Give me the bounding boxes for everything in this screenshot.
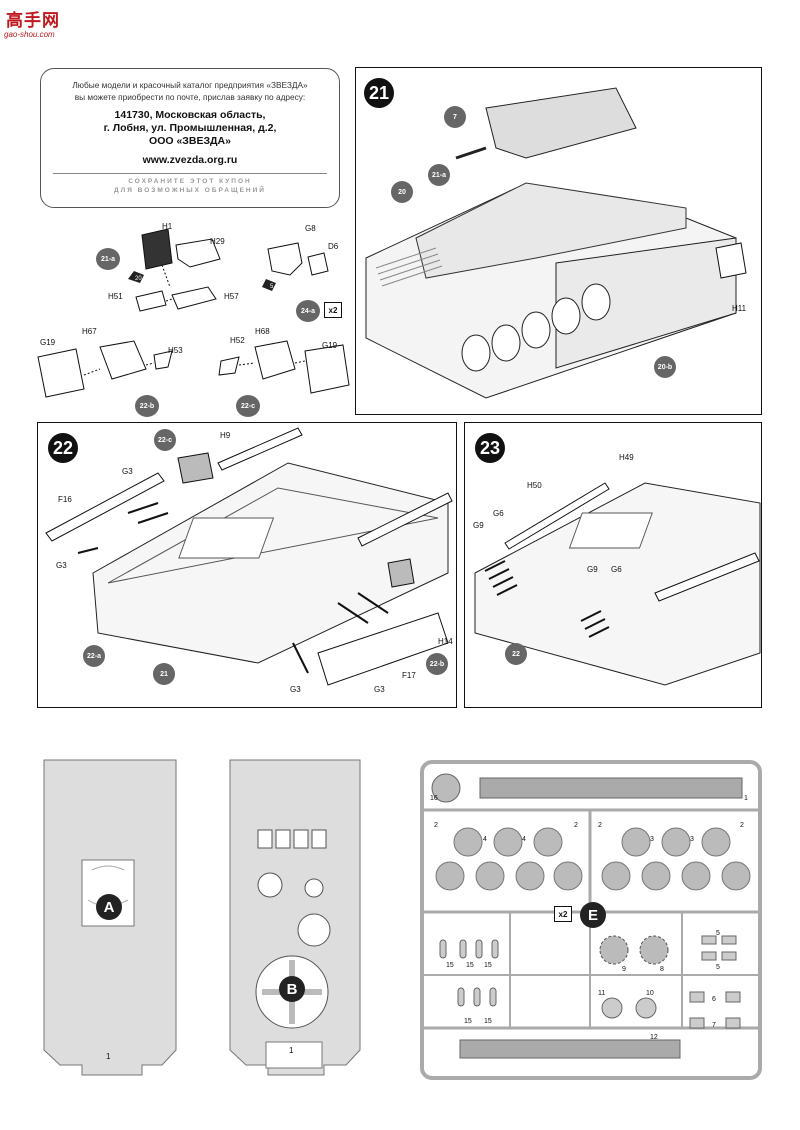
callout-22a: 22-a bbox=[83, 645, 105, 667]
sprue-letter: E bbox=[580, 902, 606, 928]
part-h53: H53 bbox=[168, 346, 183, 355]
label-g3-c: G3 bbox=[290, 685, 301, 694]
sprue-label-5a: 5 bbox=[716, 930, 720, 937]
sprue-label-3b: 3 bbox=[690, 836, 694, 843]
subassembly-21a-badge: 21-a bbox=[96, 248, 120, 270]
sprue-label-2c: 2 bbox=[598, 822, 602, 829]
label-h11: H11 bbox=[732, 304, 747, 313]
sprue-label-9: 9 bbox=[622, 966, 626, 973]
label-h49: H49 bbox=[619, 453, 634, 462]
panel-b-number: 1 bbox=[289, 1046, 294, 1055]
sprue-label-15e: 15 bbox=[484, 1018, 492, 1025]
watermark-url: gao-shou.com bbox=[4, 30, 55, 39]
label-g6-a: G6 bbox=[493, 509, 504, 518]
sprue-label-5b: 5 bbox=[716, 964, 720, 971]
label-g9-b: G9 bbox=[587, 565, 598, 574]
label-h50: H50 bbox=[527, 481, 542, 490]
ref-5: 5 bbox=[270, 284, 274, 290]
sprue-label-2a: 2 bbox=[434, 822, 438, 829]
subassembly-21a-parts bbox=[128, 228, 221, 312]
subassembly-22c-badge: 22-c bbox=[236, 395, 260, 417]
step-21-frame: 21 7 21-a 20 H11 20-b bbox=[355, 67, 762, 415]
step-22-number: 22 bbox=[48, 433, 78, 463]
label-h14: H14 bbox=[438, 637, 453, 646]
callout-20b: 20-b bbox=[654, 356, 676, 378]
subassembly-24a-parts bbox=[262, 242, 329, 291]
subassembly-24a-badge: 24-a bbox=[296, 300, 320, 322]
part-d6: D6 bbox=[328, 242, 339, 251]
label-f16: F16 bbox=[58, 495, 72, 504]
sprue-label-4a: 4 bbox=[483, 836, 487, 843]
step-21-drawing bbox=[365, 87, 747, 399]
part-g8: G8 bbox=[305, 224, 316, 233]
sprue-label-15d: 15 bbox=[464, 1018, 472, 1025]
panel-a-number: 1 bbox=[106, 1052, 111, 1061]
callout-21a: 21-a bbox=[428, 164, 450, 186]
coupon-keep-note: СОХРАНИТЕ ЭТОТ КУПОН ДЛЯ ВОЗМОЖНЫХ ОБРАЩ… bbox=[114, 178, 266, 194]
coupon-intro: Любые модели и красочный каталог предпри… bbox=[72, 80, 308, 102]
step-23-frame: 23 H50 H49 G9 G6 G9 G6 22 bbox=[464, 422, 762, 708]
label-g9-a: G9 bbox=[473, 521, 484, 530]
subassembly-22b-badge: 22-b bbox=[135, 395, 159, 417]
panel-b-letter: B bbox=[279, 976, 305, 1002]
multiplier-x2: x2 bbox=[324, 302, 342, 318]
sprue-label-15a: 15 bbox=[446, 962, 454, 969]
sprue-label-6: 6 bbox=[712, 996, 716, 1003]
part-g19-left: G19 bbox=[40, 338, 56, 347]
sprue-label-11: 11 bbox=[598, 990, 606, 997]
label-g3-b: G3 bbox=[56, 561, 67, 570]
panel-a-letter: A bbox=[96, 894, 122, 920]
sprue-label-12: 12 bbox=[650, 1034, 658, 1041]
label-g3-a: G3 bbox=[122, 467, 133, 476]
step-23-drawing bbox=[474, 482, 761, 686]
callout-21: 21 bbox=[153, 663, 175, 685]
coupon-website: www.zvezda.org.ru bbox=[142, 154, 238, 166]
callout-22c: 22-c bbox=[154, 429, 176, 451]
part-h67: H67 bbox=[82, 327, 97, 336]
callout-7: 7 bbox=[444, 106, 466, 128]
step-21-number: 21 bbox=[364, 78, 394, 108]
part-h1: H1 bbox=[162, 222, 173, 231]
subassembly-22b-parts bbox=[37, 340, 173, 398]
sprue-label-3a: 3 bbox=[650, 836, 654, 843]
coupon-divider bbox=[53, 173, 327, 174]
panel-a bbox=[43, 759, 177, 1076]
sprue-label-15c: 15 bbox=[484, 962, 492, 969]
part-h57: H57 bbox=[224, 292, 239, 301]
step-22-drawing bbox=[45, 427, 453, 686]
sprue-label-7: 7 bbox=[712, 1022, 716, 1029]
sprue-label-10: 10 bbox=[646, 990, 654, 997]
watermark-title: 高手网 bbox=[6, 11, 60, 30]
sprue-label-15b: 15 bbox=[466, 962, 474, 969]
label-f17: F17 bbox=[402, 671, 416, 680]
sprue-label-2b: 2 bbox=[574, 822, 578, 829]
coupon-address: 141730, Московская область, г. Лобня, ул… bbox=[103, 109, 277, 147]
sprue-label-1: 1 bbox=[744, 795, 748, 802]
part-h52: H52 bbox=[230, 336, 245, 345]
callout-20: 20 bbox=[391, 181, 413, 203]
sprue-multiplier: x2 bbox=[554, 906, 572, 922]
step-23-number: 23 bbox=[475, 433, 505, 463]
sprue-label-16: 16 bbox=[430, 795, 438, 802]
order-coupon: Любые модели и красочный каталог предпри… bbox=[40, 68, 340, 208]
subassembly-22c-parts bbox=[218, 340, 350, 394]
ref-20: 20 bbox=[135, 276, 142, 282]
callout-22: 22 bbox=[505, 643, 527, 665]
part-h29: H29 bbox=[210, 237, 225, 246]
part-h68: H68 bbox=[255, 327, 270, 336]
label-g3-d: G3 bbox=[374, 685, 385, 694]
panel-b bbox=[229, 759, 361, 1076]
step-22-frame: 22 22-c H9 G3 F16 G3 22-a 21 G3 G3 F17 H… bbox=[37, 422, 457, 708]
sprue-label-8: 8 bbox=[660, 966, 664, 973]
part-h51: H51 bbox=[108, 292, 123, 301]
callout-22b: 22-b bbox=[426, 653, 448, 675]
part-g19-right: G19 bbox=[322, 341, 338, 350]
label-h9: H9 bbox=[220, 431, 231, 440]
sprue-label-2d: 2 bbox=[740, 822, 744, 829]
label-g6-b: G6 bbox=[611, 565, 622, 574]
sprue-label-4b: 4 bbox=[522, 836, 526, 843]
